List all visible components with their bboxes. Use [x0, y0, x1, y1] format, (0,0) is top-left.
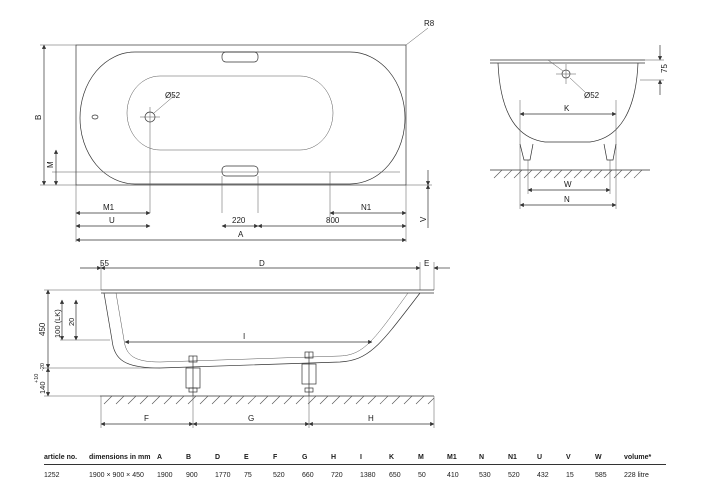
tub-outline-rect	[75, 44, 407, 186]
overflow-hole	[91, 114, 99, 120]
spec-header-cell: K	[389, 450, 418, 465]
spec-value-cell: 585	[595, 471, 607, 479]
height-450-label: 450	[38, 322, 47, 336]
spec-value-cell: 1770	[215, 471, 231, 479]
side-dim-k-label: K	[564, 104, 570, 113]
side-tub-shape	[497, 62, 639, 143]
side-dim-w-label: W	[564, 180, 572, 189]
radius-label: R8	[424, 19, 435, 28]
dim-55-label: 55	[100, 259, 109, 268]
section-tub-profile	[103, 292, 421, 369]
dim-g-label: G	[248, 414, 254, 423]
spec-value-cell: 75	[244, 471, 252, 479]
spec-header-cell: E	[244, 450, 273, 465]
spec-value-cell: 720	[331, 471, 343, 479]
spec-header-cell: U	[537, 450, 566, 465]
spec-value-cell: 50	[418, 471, 426, 479]
side-depth-label: 75	[660, 64, 669, 73]
spec-value-cell: 900	[186, 471, 198, 479]
offset-m-label: M	[46, 161, 55, 168]
width-b-label: B	[34, 115, 43, 120]
spec-value-cell: 530	[479, 471, 491, 479]
spec-header-cell: N1	[508, 450, 537, 465]
spec-header-cell: B	[186, 450, 215, 465]
leg-left	[185, 355, 201, 396]
spec-value-cell: 1900 × 900 × 450	[89, 471, 144, 479]
dim-i-label: I	[243, 332, 245, 341]
spec-header-cell: article no.	[44, 450, 89, 465]
dim-100lk-label: 100 (LK)	[53, 309, 62, 338]
spec-value-cell: 410	[447, 471, 459, 479]
dim-u-label: U	[109, 216, 115, 225]
spec-header-cell: N	[479, 450, 508, 465]
tolerance-plus-label: +10	[34, 374, 40, 383]
spec-value-cell: 520	[273, 471, 285, 479]
spec-value-cell: 15	[566, 471, 574, 479]
spec-value-cell: 1900	[157, 471, 173, 479]
spec-header-cell: G	[302, 450, 331, 465]
handle-bottom	[221, 165, 259, 177]
side-view: Ø52 75 K W	[490, 45, 669, 209]
spec-header-cell: H	[331, 450, 360, 465]
side-drain-label: Ø52	[584, 91, 600, 100]
spec-header-cell: V	[566, 450, 595, 465]
spec-header-cell: D	[215, 450, 244, 465]
spec-value-cell: 1380	[360, 471, 376, 479]
spec-value-cell: 520	[508, 471, 520, 479]
spec-value-cell: 228 litre	[624, 471, 649, 479]
spec-header-cell: W	[595, 450, 624, 465]
tub-rim	[79, 51, 406, 185]
dim-e-label: E	[424, 259, 429, 268]
leg-right	[301, 351, 317, 396]
length-a-label: A	[238, 230, 244, 239]
spec-header-cell: M1	[447, 450, 479, 465]
spec-header-cell: A	[157, 450, 186, 465]
spec-value-cell: 650	[389, 471, 401, 479]
handle-top	[221, 51, 259, 63]
dim-v-label: V	[419, 216, 428, 222]
spec-value-cell: 660	[302, 471, 314, 479]
dim-800-label: 800	[326, 216, 340, 225]
spec-header-cell: volume*	[624, 450, 666, 465]
spec-value-cell: 1252	[44, 471, 60, 479]
dim-220-label: 220	[232, 216, 246, 225]
dim-140-label: 140	[38, 381, 47, 394]
dim-n1-label: N1	[361, 203, 372, 212]
side-dim-n-label: N	[564, 195, 570, 204]
spec-table-value-row: 1252 1900 × 900 × 450 1900 900 1770 75 520 660 7…	[44, 465, 666, 483]
spec-value-cell: 432	[537, 471, 549, 479]
technical-drawing: Ø52 R8 B M M1 U 220 N1 800	[34, 19, 669, 428]
section-view: 55 D E 450 100 (LK) 20 140 +10 -20 I	[34, 259, 450, 428]
dim-h-label: H	[368, 414, 374, 423]
top-view: Ø52 R8 B M M1 U 220 N1 800	[34, 19, 435, 243]
spec-header-cell: F	[273, 450, 302, 465]
dim-d-label: D	[259, 259, 265, 268]
dim-f-label: F	[144, 414, 149, 423]
tolerance-minus-label: -20	[40, 363, 46, 371]
drain-diameter-label: Ø52	[165, 91, 181, 100]
spec-header-cell: dimensions in mm	[89, 450, 157, 465]
dim-m1-label: M1	[103, 203, 115, 212]
spec-header-cell: I	[360, 450, 389, 465]
spec-header-cell: M	[418, 450, 447, 465]
tub-inner-basin	[126, 75, 334, 151]
dim-20-label: 20	[67, 318, 76, 326]
